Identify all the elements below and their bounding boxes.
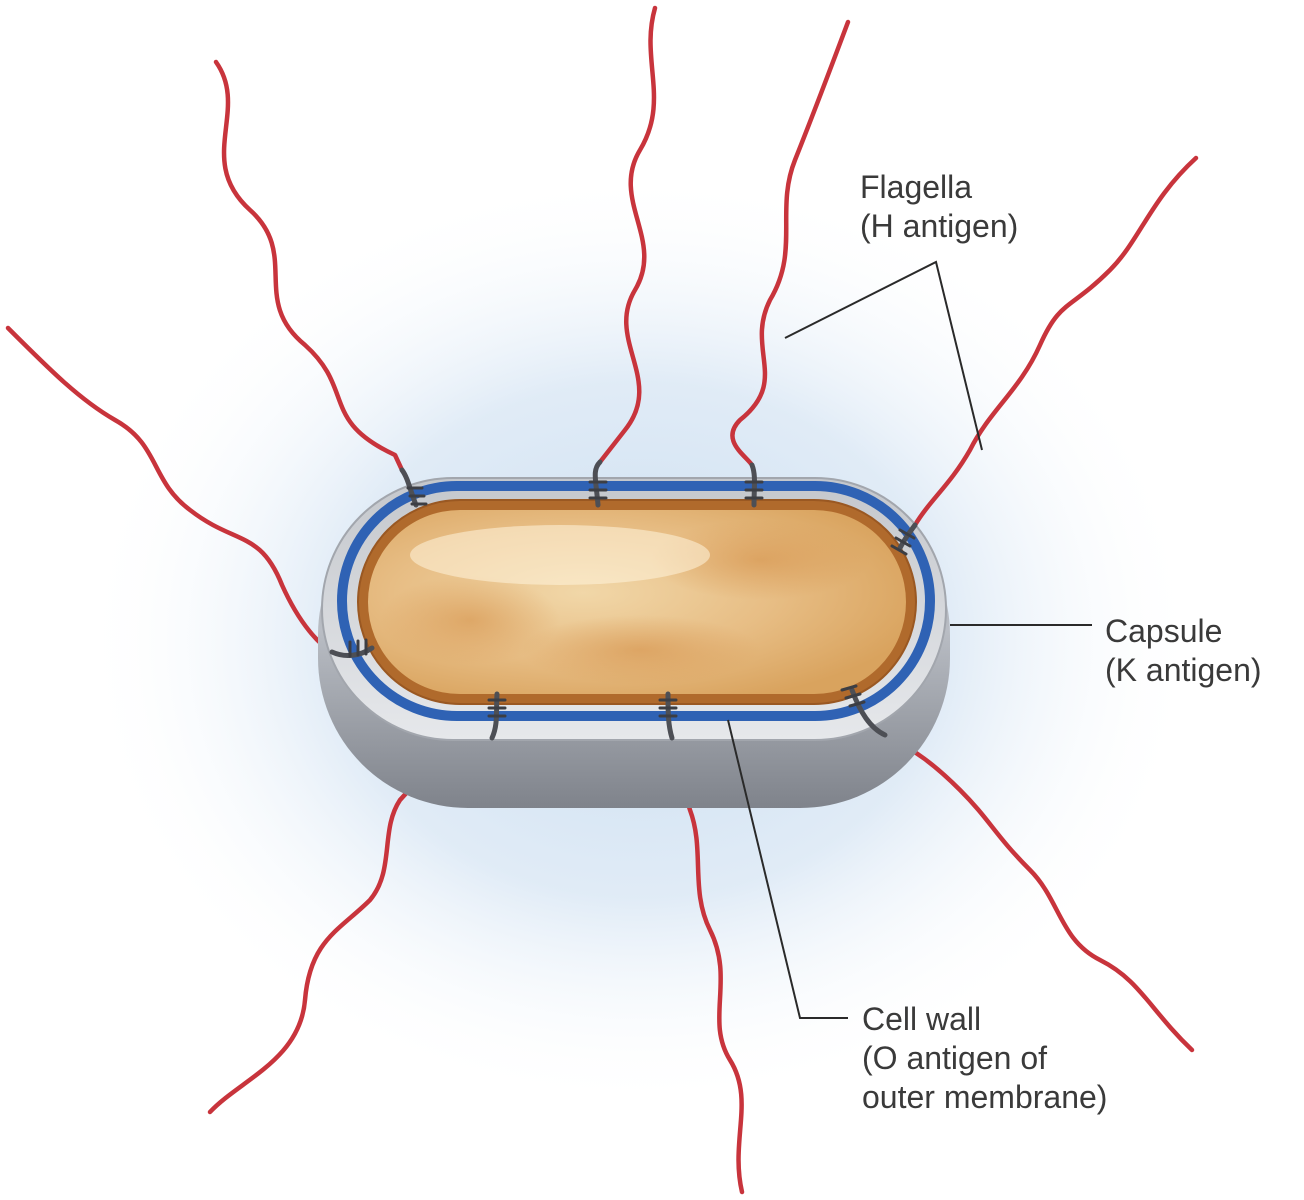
flagella-label-line2: (H antigen) xyxy=(860,208,1019,244)
cell-wall-leader xyxy=(727,719,848,1019)
flagellum-8 xyxy=(882,732,1195,1053)
cell-wall-label-line3: outer membrane) xyxy=(862,1079,1108,1115)
leader-lines xyxy=(727,260,1092,1019)
capsule-label-line1: Capsule xyxy=(1105,613,1223,649)
cytoplasm xyxy=(368,510,906,694)
flagella-label: Flagella (H antigen) xyxy=(860,168,1018,246)
flagella-label-line1: Flagella xyxy=(860,169,973,205)
flagellar-hooks xyxy=(329,459,918,741)
capsule-label-line2: (K antigen) xyxy=(1105,652,1262,688)
cell-wall-label-line2: (O antigen of xyxy=(862,1040,1047,1076)
flagellum-2 xyxy=(597,5,658,465)
flagella-leader xyxy=(784,260,983,451)
outer-membrane xyxy=(337,481,935,721)
cell-wall-label-line1: Cell wall xyxy=(862,1001,982,1037)
flagellum-5 xyxy=(5,325,335,655)
flagellum-1 xyxy=(213,59,405,473)
capsule-label: Capsule (K antigen) xyxy=(1105,612,1262,690)
flagellum-4 xyxy=(912,155,1199,528)
cell-wall-label: Cell wall (O antigen of outer membrane) xyxy=(862,1000,1107,1117)
flagellum-3 xyxy=(730,19,851,468)
